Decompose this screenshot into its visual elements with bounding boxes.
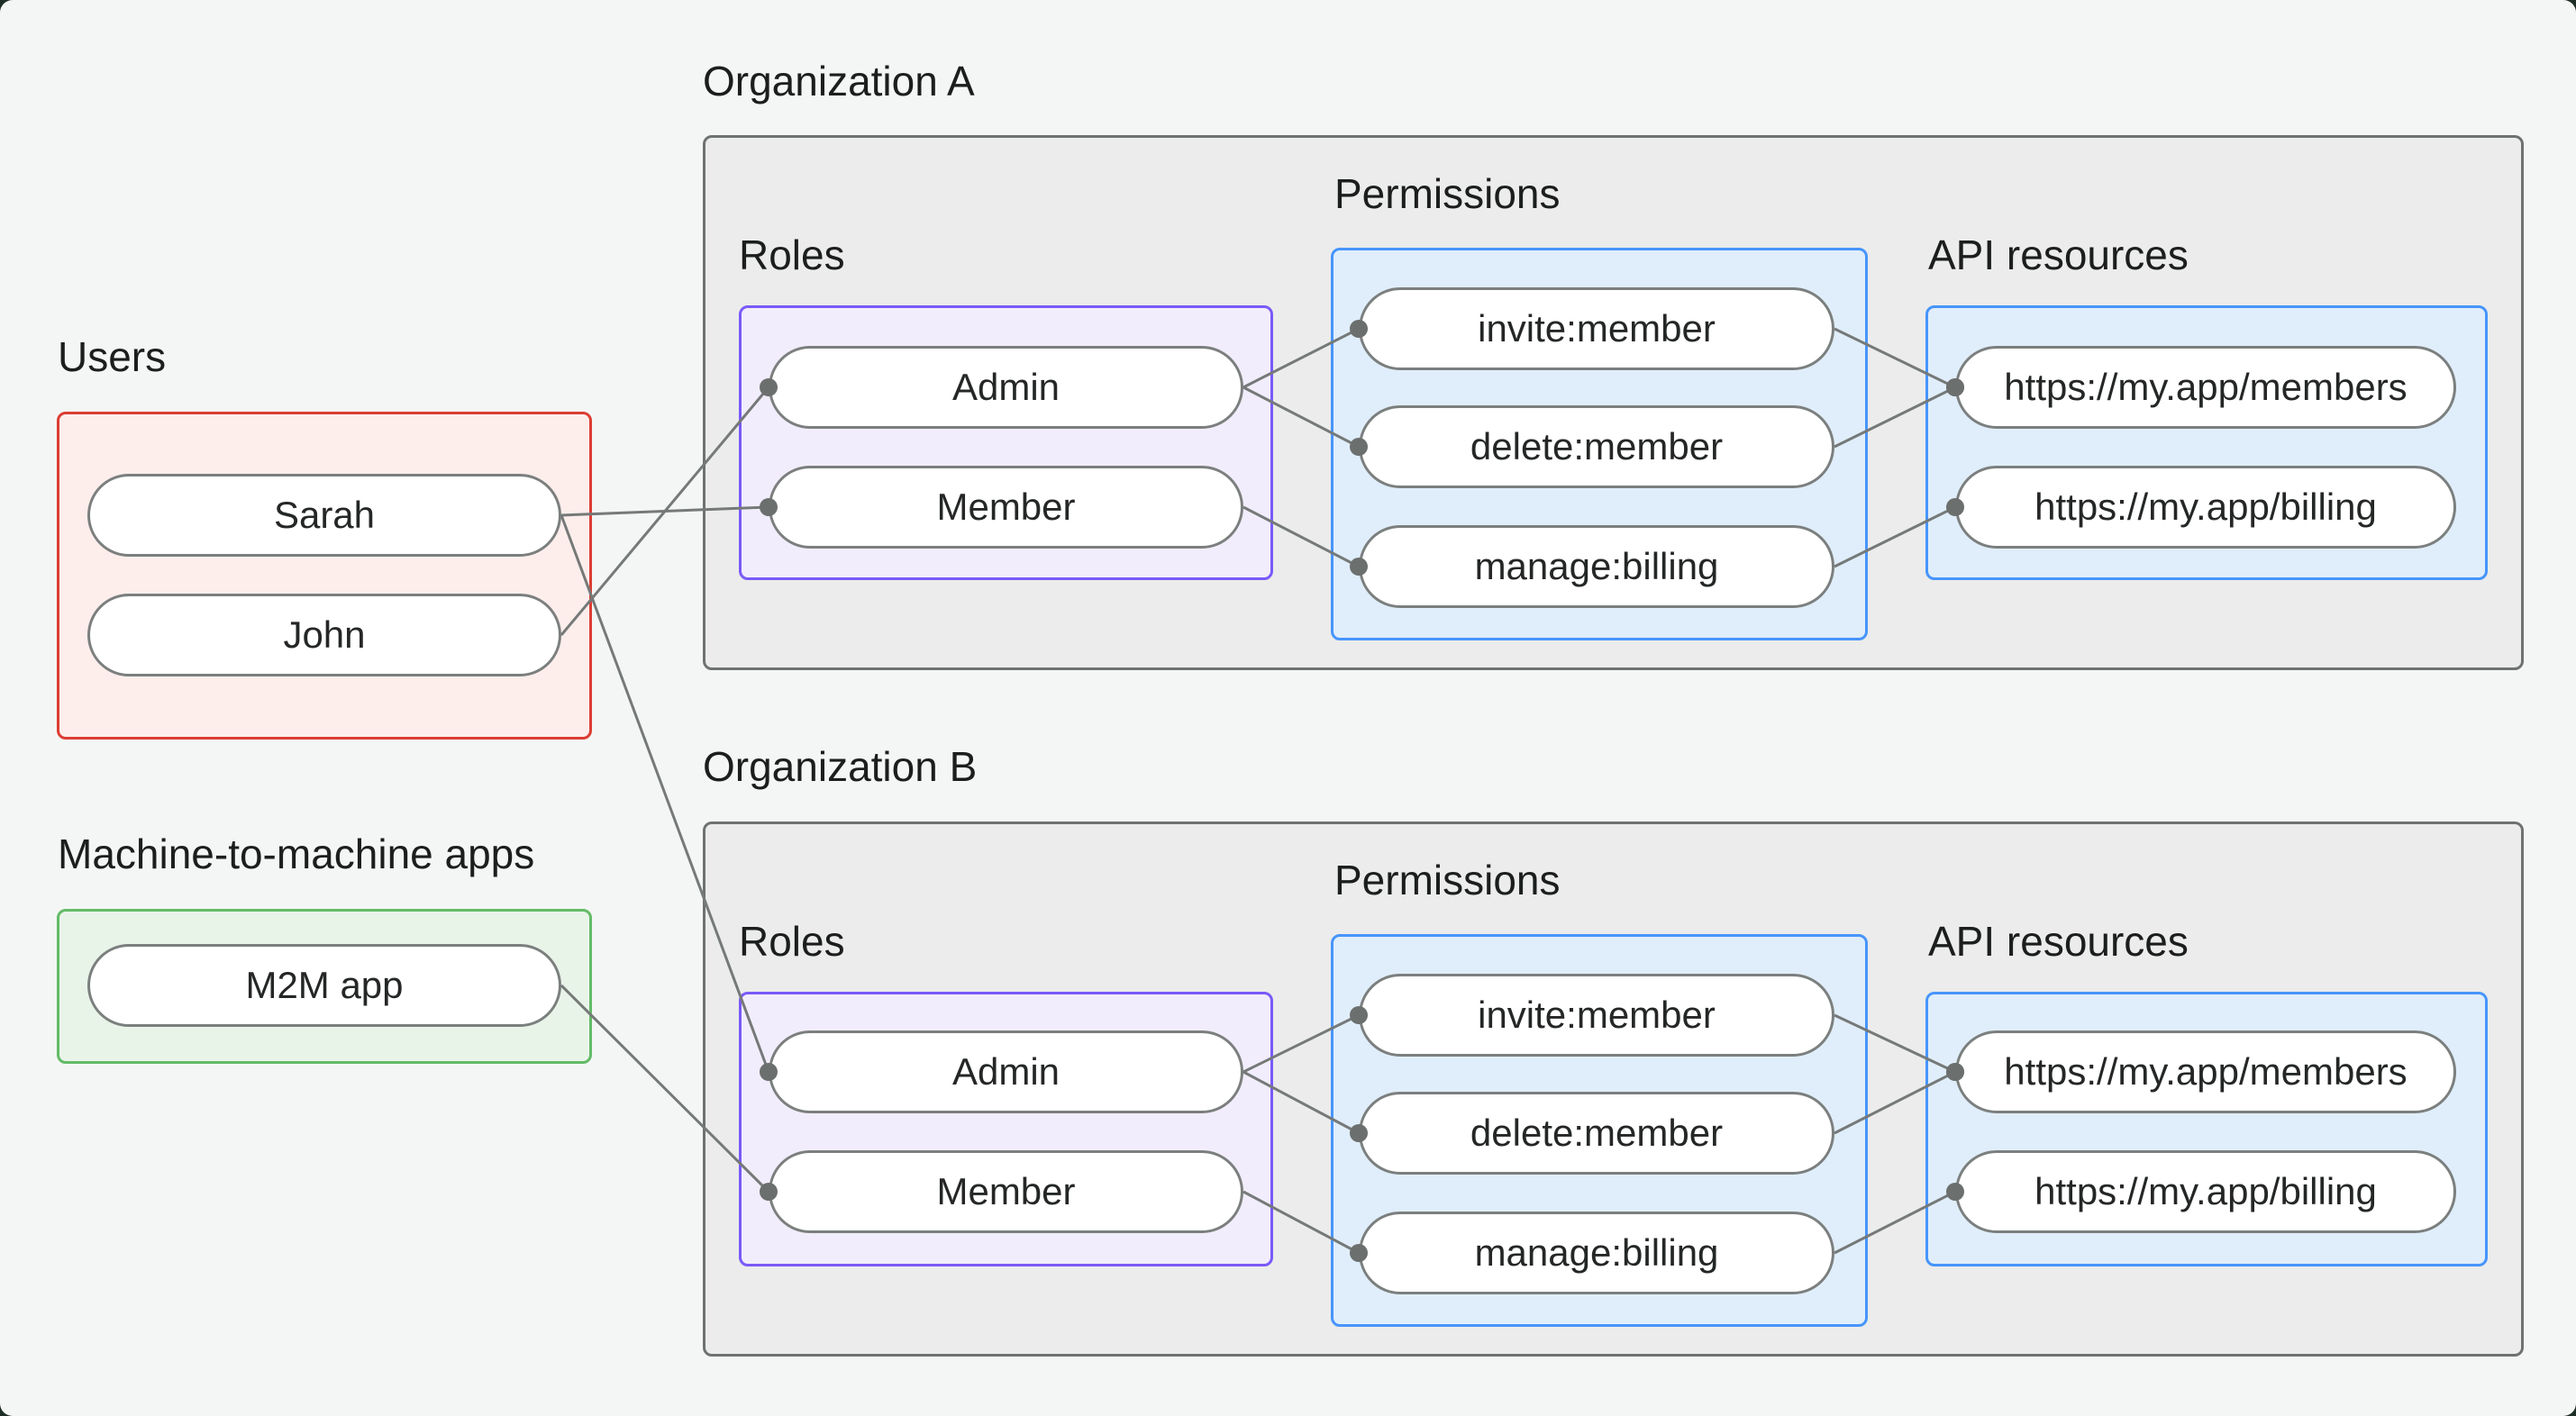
node-org-b-perm-manage-billing: manage:billing bbox=[1359, 1212, 1834, 1294]
org-b-permissions-label: Permissions bbox=[1334, 857, 1561, 903]
node-user-sarah: Sarah bbox=[87, 474, 561, 557]
m2m-group-label: Machine-to-machine apps bbox=[58, 831, 535, 877]
users-group-label: Users bbox=[58, 333, 167, 380]
node-org-b-perm-delete-member: delete:member bbox=[1359, 1092, 1834, 1175]
org-a-roles-label: Roles bbox=[739, 231, 845, 278]
org-b-label: Organization B bbox=[703, 743, 978, 790]
node-org-a-perm-manage-billing: manage:billing bbox=[1359, 525, 1834, 608]
users-group-box bbox=[57, 412, 592, 740]
node-org-b-perm-invite-member: invite:member bbox=[1359, 974, 1834, 1057]
node-org-b-api-members: https://my.app/members bbox=[1955, 1030, 2456, 1113]
node-org-a-perm-delete-member: delete:member bbox=[1359, 405, 1834, 488]
org-a-api-resources-label: API resources bbox=[1928, 231, 2189, 278]
node-org-a-role-admin: Admin bbox=[769, 346, 1243, 429]
org-a-label: Organization A bbox=[703, 58, 975, 104]
node-org-b-role-member: Member bbox=[769, 1150, 1243, 1233]
node-m2m-app: M2M app bbox=[87, 944, 561, 1027]
node-org-a-api-members: https://my.app/members bbox=[1955, 346, 2456, 429]
node-user-john: John bbox=[87, 594, 561, 676]
node-org-b-role-admin: Admin bbox=[769, 1030, 1243, 1113]
node-org-b-api-billing: https://my.app/billing bbox=[1955, 1150, 2456, 1233]
node-org-a-perm-invite-member: invite:member bbox=[1359, 287, 1834, 370]
node-org-a-api-billing: https://my.app/billing bbox=[1955, 466, 2456, 549]
org-b-roles-label: Roles bbox=[739, 918, 845, 965]
org-a-permissions-label: Permissions bbox=[1334, 170, 1561, 217]
org-b-api-resources-label: API resources bbox=[1928, 918, 2189, 965]
node-org-a-role-member: Member bbox=[769, 466, 1243, 549]
